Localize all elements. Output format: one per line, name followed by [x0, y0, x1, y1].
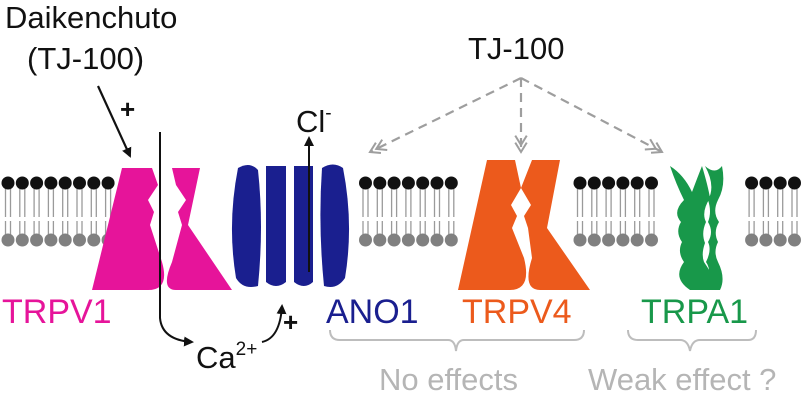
lipid-head-inner — [359, 233, 372, 247]
calcium-symbol: Ca — [196, 340, 236, 375]
lipid-head-inner — [15, 233, 29, 247]
lipid-head-outer — [773, 176, 787, 190]
lipid-head-outer — [745, 176, 759, 190]
lipid-head-outer — [788, 176, 801, 190]
lipid-head-inner — [573, 233, 587, 247]
lipid-head-outer — [58, 176, 72, 190]
lipid-head-inner — [87, 233, 101, 247]
lipid-head-inner — [58, 233, 72, 247]
ano1-channel — [231, 164, 350, 287]
lipid-head-outer — [359, 176, 372, 190]
lipid-head-outer — [416, 176, 430, 190]
lipid-head-inner — [630, 233, 644, 247]
lipid-head-outer — [573, 176, 587, 190]
lipid-head-outer — [616, 176, 630, 190]
lipid-head-outer — [30, 176, 44, 190]
lipid-head-outer — [444, 176, 458, 190]
lipid-head-inner — [1, 233, 15, 247]
lipid-head-outer — [401, 176, 415, 190]
tj100-dashed-arrows — [368, 77, 664, 155]
weak-effect-note: Weak effect ? — [588, 362, 777, 397]
lipid-head-outer — [759, 176, 773, 190]
drug-name: Daikenchuto — [5, 0, 178, 35]
lipid-head-outer — [101, 176, 115, 190]
trpa1-label: TRPA1 — [641, 293, 749, 331]
lipid-head-inner — [30, 233, 44, 247]
lipid-head-inner — [373, 233, 387, 247]
activation-arrow — [96, 85, 132, 158]
lipid-bilayer — [1, 176, 801, 247]
lipid-head-inner — [788, 233, 801, 247]
chloride-charge: - — [325, 103, 332, 124]
lipid-head-inner — [387, 233, 401, 247]
lipid-head-inner — [73, 233, 86, 247]
lipid-head-outer — [373, 176, 387, 190]
no-effects-brace — [329, 329, 585, 352]
lipid-head-outer — [87, 176, 101, 190]
trpv1-label: TRPV1 — [2, 293, 112, 331]
calcium-activation-arrow — [261, 304, 287, 343]
weak-effect-brace — [627, 329, 757, 352]
ano1-label: ANO1 — [326, 293, 419, 331]
lipid-head-inner — [645, 233, 658, 247]
lipid-head-inner — [602, 233, 616, 247]
lipid-head-inner — [401, 233, 415, 247]
calcium-influx-arrow — [159, 132, 194, 347]
calcium-charge: 2+ — [235, 339, 258, 360]
calcium-ion-label: Ca2+ — [196, 340, 257, 373]
no-effects-note: No effects — [379, 362, 519, 397]
lipid-head-outer — [73, 176, 86, 190]
lipid-head-inner — [759, 233, 773, 247]
chloride-ion-label: Cl- — [296, 104, 332, 137]
calcium-activation-plus-sign: + — [283, 307, 299, 337]
lipid-head-inner — [444, 233, 458, 247]
arrowhead-chevron — [368, 142, 382, 155]
activation-plus-sign: + — [120, 94, 136, 124]
lipid-head-outer — [387, 176, 401, 190]
lipid-head-outer — [44, 176, 58, 190]
arrowhead-chevron — [514, 135, 528, 147]
lipid-head-outer — [1, 176, 15, 190]
trpv1-channel — [92, 168, 232, 290]
drug-code: (TJ-100) — [27, 41, 145, 76]
chloride-symbol: Cl — [296, 104, 326, 139]
lipid-head-inner — [430, 233, 444, 247]
lipid-head-outer — [430, 176, 444, 190]
trpa1-channel — [670, 166, 724, 290]
lipid-head-outer — [602, 176, 616, 190]
lipid-head-inner — [773, 233, 787, 247]
lipid-head-outer — [645, 176, 658, 190]
arrowhead-chevron — [650, 142, 664, 154]
dashed-arrow-3 — [520, 77, 663, 153]
lipid-head-inner — [745, 233, 759, 247]
lipid-head-inner — [416, 233, 430, 247]
arrowhead-chevron — [514, 142, 528, 154]
lipid-head-inner — [587, 233, 601, 247]
lipid-head-inner — [616, 233, 630, 247]
lipid-head-inner — [44, 233, 58, 247]
lipid-head-outer — [630, 176, 644, 190]
dashed-arrow-1 — [369, 77, 522, 153]
lipid-head-outer — [587, 176, 601, 190]
lipid-head-outer — [15, 176, 29, 190]
arrowhead-chevron — [644, 138, 658, 151]
trpv4-label: TRPV4 — [462, 293, 572, 331]
drug-code-right: TJ-100 — [468, 31, 565, 66]
trpv4-channel — [458, 160, 590, 290]
arrowhead-chevron — [374, 139, 388, 151]
